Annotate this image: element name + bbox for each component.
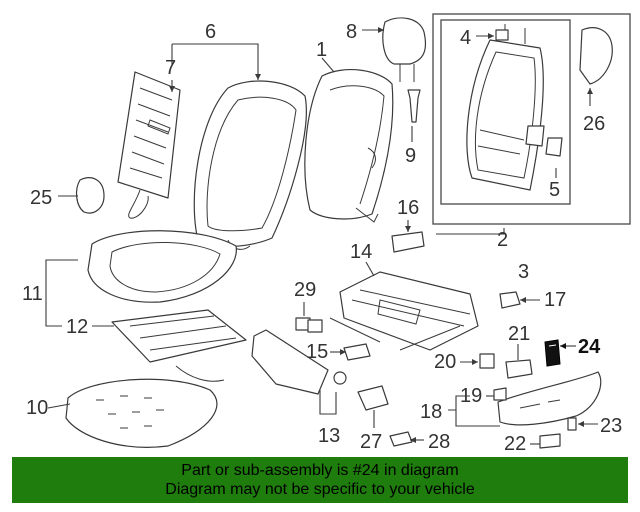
frame-assembly-box <box>432 13 631 225</box>
callout-16: 16 <box>397 197 419 219</box>
headrest-guide-part <box>407 89 421 123</box>
callout-15: 15 <box>306 341 328 363</box>
banner-line-1: Part or sub-assembly is #24 in diagram <box>181 462 459 479</box>
callout-27: 27 <box>360 431 382 453</box>
cover-part-22 <box>539 433 561 449</box>
cushion-pan-part <box>65 378 218 448</box>
callout-9: 9 <box>405 145 416 167</box>
callout-24: 24 <box>578 336 601 358</box>
cover-part-25 <box>75 177 105 214</box>
banner-line-2: Diagram may not be specific to your vehi… <box>165 481 475 498</box>
bracket-part-27 <box>357 385 389 411</box>
seatback-frame-part <box>304 69 394 223</box>
clip-part-28 <box>389 431 413 447</box>
recliner-cover-part-26 <box>579 27 613 85</box>
seatback-cover-part <box>193 80 307 250</box>
callout-13: 13 <box>318 425 340 447</box>
headrest-part <box>382 17 427 82</box>
clip-part-4 <box>495 29 509 41</box>
clip-part-29 <box>295 317 323 333</box>
bracket-part-15 <box>343 343 371 361</box>
callout-23: 23 <box>600 415 622 437</box>
seat-adjuster-part <box>329 271 479 351</box>
callout-12: 12 <box>66 316 88 338</box>
side-shield-part-18 <box>497 371 602 426</box>
knob-part-20 <box>479 353 495 369</box>
callout-21: 21 <box>508 323 530 345</box>
clip-part-17 <box>499 291 521 309</box>
callout-3: 3 <box>518 261 529 283</box>
frame-subassembly-box <box>440 19 571 205</box>
cap-part-23 <box>567 417 577 431</box>
arrow-heads <box>169 27 593 443</box>
callout-labels: 1 2 3 4 5 6 7 8 9 10 11 12 13 14 15 16 1… <box>22 21 622 455</box>
callout-8: 8 <box>346 21 357 43</box>
callout-28: 28 <box>428 431 450 453</box>
seat-cushion-cover-part <box>87 230 237 303</box>
callout-29: 29 <box>294 279 316 301</box>
callout-1: 1 <box>316 39 327 61</box>
seatback-frame-assembly-part <box>466 24 544 191</box>
callout-6: 6 <box>205 21 216 43</box>
switch-part-21 <box>505 359 533 379</box>
seatback-pad-part <box>117 71 181 219</box>
callout-14: 14 <box>350 241 372 263</box>
cover-part-19 <box>493 387 507 401</box>
callout-11: 11 <box>22 283 43 305</box>
callout-7: 7 <box>165 57 176 79</box>
callout-5: 5 <box>549 179 560 201</box>
callout-4: 4 <box>460 27 471 49</box>
callout-22: 22 <box>504 433 526 455</box>
info-banner: Part or sub-assembly is #24 in diagram D… <box>12 457 628 503</box>
callout-10: 10 <box>26 397 48 419</box>
callout-17: 17 <box>544 289 566 311</box>
callout-20: 20 <box>434 351 456 373</box>
callout-2: 2 <box>497 229 508 251</box>
part-24-highlight <box>544 339 561 367</box>
bracket-part-16 <box>391 231 425 253</box>
callout-25: 25 <box>30 187 52 209</box>
seat-cushion-pad-part <box>111 309 247 382</box>
bracket-part-5 <box>525 125 563 157</box>
callout-19: 19 <box>460 385 482 407</box>
callout-26: 26 <box>583 113 605 135</box>
shield-part-13 <box>251 329 347 395</box>
callout-18: 18 <box>420 401 442 423</box>
